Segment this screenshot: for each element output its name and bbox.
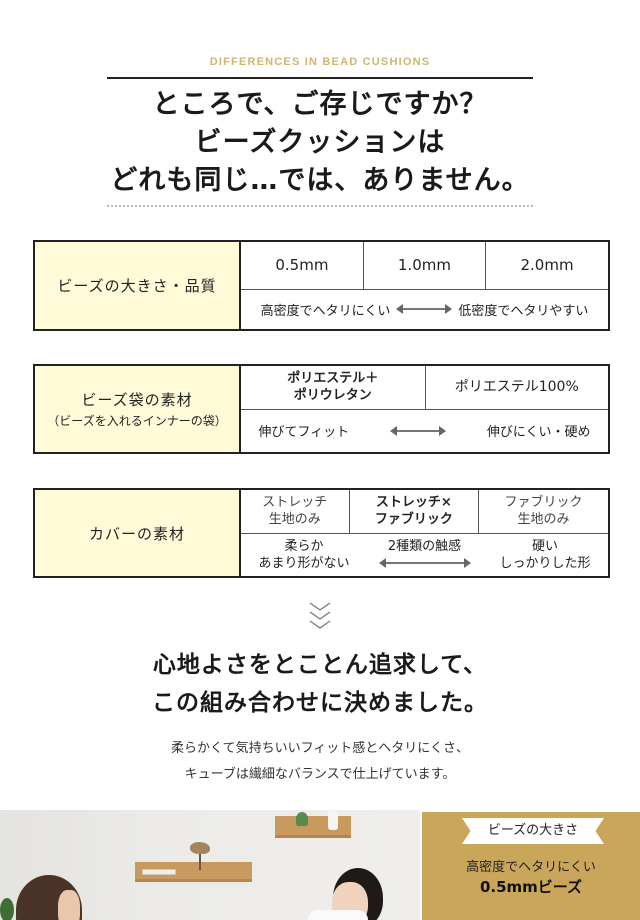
- headline-line: ところで、ご存じですか？: [152, 89, 488, 120]
- option-cell: 2.0mm: [485, 240, 610, 290]
- option-cell: ポリエステル100%: [424, 364, 610, 410]
- row-label: ビーズ袋の素材 （ビーズを入れるインナーの袋）: [33, 364, 241, 454]
- conclusion-headline: 心地よさをとことん追求して、 この組み合わせに決めました。: [0, 646, 640, 722]
- ornament-stand: [199, 854, 201, 870]
- option-line: ファブリック: [374, 512, 453, 528]
- row-label: ビーズの大きさ・品質: [33, 240, 241, 331]
- person-right-shirt: [308, 910, 368, 920]
- scale-middle: 2種類の触感: [363, 538, 486, 568]
- scale-left: 高密度でヘタリにくい: [260, 303, 391, 319]
- row-label-sub: （ビーズを入れるインナーの袋）: [47, 414, 227, 428]
- bird-ornament: [190, 842, 210, 854]
- comparison-table-bead-size: ビーズの大きさ・品質 0.5mm 1.0mm 2.0mm 高密度でヘタリにくい …: [33, 240, 610, 331]
- plant: [296, 812, 308, 826]
- headline-line: どれも同じ…では、ありません。: [110, 165, 530, 196]
- person-left-face: [58, 890, 80, 920]
- wall-shelf: [135, 862, 252, 882]
- option-cell: ファブリック 生地のみ: [478, 488, 610, 534]
- plant-leaf: [0, 898, 14, 920]
- comparison-table-cover-material: カバーの素材 ストレッチ 生地のみ ストレッチ× ファブリック ファブリック 生…: [33, 488, 610, 578]
- double-arrow-icon: [378, 557, 471, 568]
- option-cell-highlight: ストレッチ× ファブリック: [348, 488, 480, 534]
- scale-left: 柔らか あまり形がない: [258, 538, 350, 571]
- row-label: カバーの素材: [33, 488, 241, 578]
- headline-line: この組み合わせに決めました。: [152, 690, 488, 716]
- option-line: 生地のみ: [268, 512, 321, 528]
- headline-line: 心地よさをとことん追求して、: [152, 652, 488, 678]
- double-arrow-icon: [396, 304, 453, 315]
- feature-card: ビーズの大きさ 高密度でヘタリにくい 0.5mmビーズ: [422, 812, 640, 920]
- wall-shelf: [275, 816, 351, 838]
- scale-cell: 伸びてフィット 伸びにくい・硬め: [239, 408, 610, 454]
- option-cell: ストレッチ 生地のみ: [239, 488, 350, 534]
- feature-line2: 0.5mmビーズ: [479, 878, 583, 896]
- double-arrow-icon: [389, 425, 446, 436]
- scale-left: 伸びてフィット: [258, 425, 350, 441]
- option-cell: ポリエステル＋ ポリウレタン: [239, 364, 426, 410]
- comparison-table-bag-material: ビーズ袋の素材 （ビーズを入れるインナーの袋） ポリエステル＋ ポリウレタン ポ…: [33, 364, 610, 454]
- feature-line1: 高密度でヘタリにくい: [466, 860, 596, 875]
- conclusion-body: 柔らかくて気持ちいいフィット感とヘタリにくさ、 キューブは繊細なバランスで仕上げ…: [0, 736, 640, 788]
- scale-right: 硬い しっかりした形: [499, 538, 591, 571]
- book: [142, 869, 176, 875]
- body-line: キューブは繊細なバランスで仕上げています。: [184, 767, 456, 782]
- option-line: 生地のみ: [517, 512, 570, 528]
- headline-line: ビーズクッションは: [194, 127, 446, 158]
- option-line: ストレッチ×: [375, 495, 452, 511]
- option-line: ポリウレタン: [293, 388, 372, 404]
- scale-cell: 高密度でヘタリにくい 低密度でヘタリやすい: [239, 288, 610, 331]
- page-headline: ところで、ご存じですか？ ビーズクッションは どれも同じ…では、ありません。: [0, 86, 640, 200]
- option-cell: 1.0mm: [362, 240, 487, 290]
- vase: [328, 810, 338, 830]
- option-line: ポリエステル＋: [287, 371, 379, 387]
- scale-cell: 柔らか あまり形がない 2種類の触感 硬い しっかりした形: [239, 532, 610, 578]
- row-label-main: ビーズ袋の素材: [81, 391, 193, 409]
- section-eyebrow: DIFFERENCES IN BEAD CUSHIONS: [209, 56, 431, 68]
- feature-ribbon: ビーズの大きさ: [462, 818, 604, 844]
- scale-right: 伸びにくい・硬め: [486, 425, 591, 441]
- option-line: ストレッチ: [262, 495, 328, 511]
- body-line: 柔らかくて気持ちいいフィット感とヘタリにくさ、: [170, 741, 470, 756]
- option-line: ファブリック: [504, 495, 583, 511]
- divider-dotted: [107, 205, 533, 207]
- triple-chevron-down-icon: [309, 602, 331, 629]
- scale-right: 低密度でヘタリやすい: [458, 303, 589, 319]
- option-cell: 0.5mm: [239, 240, 364, 290]
- lifestyle-photo: [0, 810, 420, 920]
- divider-solid: [107, 77, 533, 79]
